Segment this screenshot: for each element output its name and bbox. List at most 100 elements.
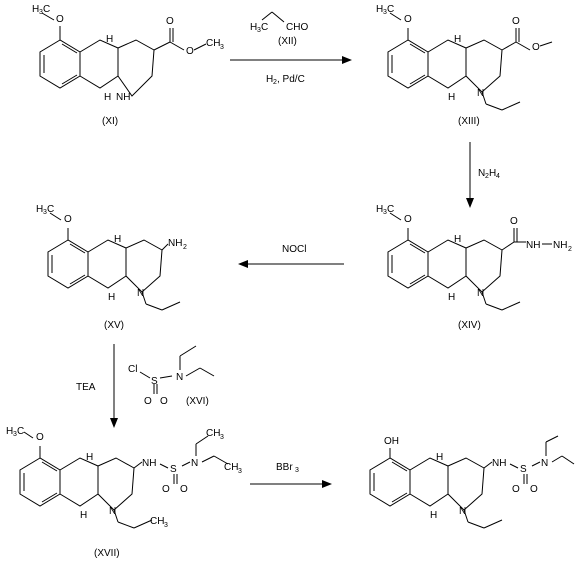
xi-h-bottom: H (104, 92, 111, 103)
final-h-top: H (436, 452, 443, 463)
compound-xv (47, 212, 181, 311)
xiii-ester-o1: O (512, 16, 520, 27)
xi-ester-ch: CH (206, 38, 220, 49)
compound-final (369, 435, 575, 529)
xvi-n: N (176, 372, 183, 383)
xvii-ch-b: CH (224, 462, 238, 473)
xi-nh: NH (116, 92, 130, 103)
compound-xiv (387, 212, 552, 311)
xiii-me-3: 3 (383, 9, 387, 16)
xi-ester-3: 3 (220, 44, 224, 51)
xvii-h-bottom: H (80, 510, 87, 521)
xvii-ch-3: 3 (220, 434, 224, 441)
xiv-h-bottom: H (448, 292, 455, 303)
xiv-me-3: 3 (383, 209, 387, 216)
reagent-nocl: NOCl (282, 244, 306, 255)
label-xiv: (XIV) (458, 320, 481, 331)
xiv-me-h: H (376, 204, 383, 215)
label-xvii: (XVII) (94, 548, 120, 559)
reagent-n-sub: 2 (485, 173, 489, 180)
xvii-o: O (36, 432, 44, 443)
xv-nh2: NH (168, 238, 182, 249)
compound-xvii (19, 431, 229, 529)
reagent-tea: TEA (76, 382, 96, 393)
xvi-o1: O (144, 396, 152, 407)
reagent-bbr: BBr (276, 462, 293, 473)
xv-me-3: 3 (43, 209, 47, 216)
final-n-ring: N (459, 506, 466, 517)
xiii-o: O (404, 14, 412, 25)
arrow-step5 (250, 480, 332, 488)
label-xvi: (XVI) (186, 396, 209, 407)
xiii-n: N (477, 88, 484, 99)
reagent-pdc: , Pd/C (277, 74, 305, 85)
xiv-h-top: H (454, 234, 461, 245)
xiii-me-h: H (376, 4, 383, 15)
xvii-s: S (170, 464, 177, 475)
xv-nh2-2: 2 (183, 244, 187, 251)
final-o2: O (530, 484, 538, 495)
reagent-h-sub: 4 (496, 173, 500, 180)
reagent-xii: (XII) (278, 36, 297, 47)
xiv-hydrazide-o: O (510, 216, 518, 227)
reagent-bbr-sub: 3 (295, 467, 299, 474)
xiii-h-bottom: H (448, 92, 455, 103)
xi-h-top: H (106, 34, 113, 45)
label-xiii: (XIII) (458, 116, 480, 127)
xvii-me-3: 3 (13, 431, 17, 438)
xvii-me-c: C (17, 426, 24, 437)
propanal-c: C (261, 22, 268, 33)
reagent-h2: H (266, 74, 273, 85)
xvii-me-h: H (6, 426, 13, 437)
xiii-ester-o2: O (532, 42, 540, 53)
xvii-n-sulf: N (191, 458, 198, 469)
reagent-cho: CHO (286, 22, 308, 33)
arrow-step4 (110, 344, 118, 428)
xvi-s: S (151, 376, 158, 387)
propanal (261, 11, 285, 23)
final-o1: O (512, 484, 520, 495)
arrow-step2 (466, 142, 474, 208)
final-h-bottom: H (430, 510, 437, 521)
xi-ester-o2: O (186, 46, 194, 57)
xvii-ch: CH (206, 428, 220, 439)
xvii-n-ring: N (109, 506, 116, 517)
propanal-h: H (250, 22, 257, 33)
xiv-o: O (404, 214, 412, 225)
xiv-hydrazide-nh: NH (526, 240, 540, 251)
xiii-h-top: H (454, 34, 461, 45)
compound-xi (39, 12, 207, 97)
xv-o: O (64, 214, 72, 225)
xi-ome-o: O (56, 14, 64, 25)
xv-n: N (137, 288, 144, 299)
xvii-ch-b-3: 3 (238, 468, 242, 475)
final-oh: OH (384, 436, 399, 447)
xiv-hydrazide-2: 2 (568, 246, 572, 253)
arrow-step1 (230, 56, 352, 64)
xvii-nh: NH (142, 458, 156, 469)
arrow-step3 (238, 260, 344, 268)
xvii-ch-c: CH (150, 516, 164, 527)
final-nh: NH (492, 458, 506, 469)
xvii-h-top: H (86, 452, 93, 463)
xi-me-c: C (43, 4, 50, 15)
xi-me-h: H (32, 4, 39, 15)
xiv-me-c: C (387, 204, 394, 215)
compound-xvi (139, 345, 215, 394)
reagent-h2-sub: 2 (273, 79, 277, 86)
reagent-h: H (489, 168, 496, 179)
xv-h-bottom: H (108, 292, 115, 303)
xiv-n: N (477, 288, 484, 299)
xvii-ch-c-3: 3 (164, 522, 168, 529)
xvii-o2: O (180, 484, 188, 495)
final-n-sulf: N (541, 458, 548, 469)
xiv-hydrazide-nh2: NH (553, 240, 567, 251)
xvi-o2: O (160, 396, 168, 407)
xiii-me-c: C (387, 4, 394, 15)
label-xi: (XI) (102, 116, 118, 127)
xvii-o1: O (162, 484, 170, 495)
xi-ester-o1: O (166, 16, 174, 27)
xv-me-c: C (47, 204, 54, 215)
label-xv: (XV) (104, 320, 124, 331)
